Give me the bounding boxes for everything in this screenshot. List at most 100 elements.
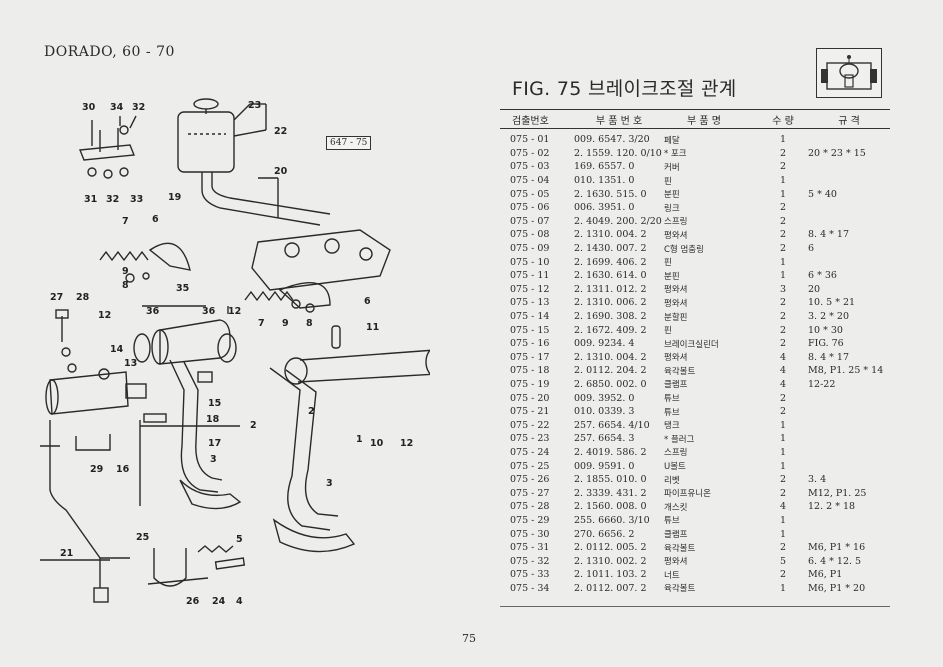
cell-qty: 1 [779,514,787,526]
page-number: 75 [462,632,476,645]
svg-text:10: 10 [370,438,384,449]
cell-part-number: 255. 6660. 3/10 [574,514,650,526]
svg-text:11: 11 [366,322,379,333]
svg-text:15: 15 [208,398,221,409]
col-header-no: 검출번호 [512,115,549,127]
svg-text:19: 19 [168,192,181,203]
cell-qty: 2 [779,161,787,173]
cell-qty: 2 [779,147,787,159]
cell-part-number: 2. 1855. 010. 0 [574,474,647,486]
cell-part-number: 2. 0112. 005. 2 [574,542,647,554]
cell-qty: 1 [779,270,787,282]
parts-table: 검출번호 부 품 번 호 부 품 명 수 량 규 격 075 - 01 009. … [500,109,890,595]
cell-part-name: 스프링 [664,448,688,459]
svg-text:29: 29 [90,464,103,475]
cell-spec: 12-22 [808,378,836,390]
svg-text:34: 34 [110,102,124,113]
svg-text:6: 6 [152,214,159,225]
cell-no: 075 - 24 [510,446,550,458]
cell-spec: 20 [808,283,821,295]
cell-part-number: 2. 1630. 515. 0 [574,188,647,200]
cell-no: 075 - 08 [510,229,550,241]
cell-no: 075 - 14 [510,311,550,323]
svg-text:35: 35 [176,283,189,294]
cell-qty: 4 [779,501,787,513]
cell-no: 075 - 25 [510,460,550,472]
cell-part-number: 2. 0112. 007. 2 [574,582,647,594]
col-header-qty: 수 량 [772,115,794,127]
cell-part-name: 핀 [664,176,672,187]
cell-part-name: C형 멈춤링 [664,244,704,255]
svg-text:7: 7 [258,318,265,329]
cell-no: 075 - 34 [510,582,550,594]
cell-part-name: 브레이크실린더 [664,339,719,350]
cell-no: 075 - 29 [510,514,550,526]
cell-qty: 1 [779,419,787,431]
cell-no: 075 - 32 [510,555,550,567]
cell-qty: 4 [779,351,787,363]
exploded-parts-diagram: 30 34 32 31 32 33 23 22 19 20 7 6 9 8 35… [30,90,445,610]
cell-spec: FIG. 76 [808,338,844,350]
cell-no: 075 - 01 [510,134,550,146]
svg-text:4: 4 [236,596,243,607]
cell-qty: 1 [779,582,787,594]
cell-part-number: 009. 6547. 3/20 [574,134,650,146]
cell-no: 075 - 07 [510,215,550,227]
cell-no: 075 - 11 [510,270,550,282]
cell-part-name: 리벳 [664,475,680,486]
svg-text:17: 17 [208,438,221,449]
cell-part-number: 2. 1311. 012. 2 [574,283,647,295]
cell-spec: 6 [808,243,815,255]
cell-qty: 2 [779,474,787,486]
cell-spec: 10. 5 * 21 [808,297,856,309]
cell-qty: 2 [779,243,787,255]
cell-qty: 2 [779,229,787,241]
svg-text:8: 8 [122,280,129,291]
cell-qty: 2 [779,569,787,581]
col-header-part-number: 부 품 번 호 [595,115,643,127]
col-header-part-name: 부 품 명 [687,115,721,127]
cell-part-name: 육각볼트 [664,366,696,377]
cell-spec: 8. 4 * 17 [808,229,850,241]
svg-text:1: 1 [356,434,363,445]
cell-no: 075 - 04 [510,175,550,187]
cell-part-name: 평와셔 [664,353,688,364]
cell-part-name: 튜브 [664,394,680,405]
cell-part-number: 2. 4049. 200. 2/20 [574,215,662,227]
cell-qty: 5 [779,555,787,567]
svg-text:36: 36 [202,306,216,317]
cell-no: 075 - 28 [510,501,550,513]
cell-part-number: 2. 4019. 586. 2 [574,446,647,458]
cell-part-name: 분핀 [664,190,680,201]
cell-spec: 12. 2 * 18 [808,501,856,513]
svg-text:2: 2 [250,420,257,431]
cell-part-number: 009. 3952. 0 [574,392,635,404]
cell-part-number: 2. 1310. 004. 2 [574,229,647,241]
table-header: 검출번호 부 품 번 호 부 품 명 수 량 규 격 [500,109,890,129]
cell-qty: 4 [779,378,787,390]
svg-text:36: 36 [146,306,160,317]
cell-part-name: 파이프유니온 [664,489,711,500]
cell-part-name: 너트 [664,570,680,581]
svg-text:16: 16 [116,464,130,475]
cell-part-name: 개스킷 [664,502,688,513]
cell-qty: 1 [779,446,787,458]
figure-title: FIG. 75 브레이크조절 관계 [512,78,737,100]
cell-part-name: 커버 [664,162,680,173]
